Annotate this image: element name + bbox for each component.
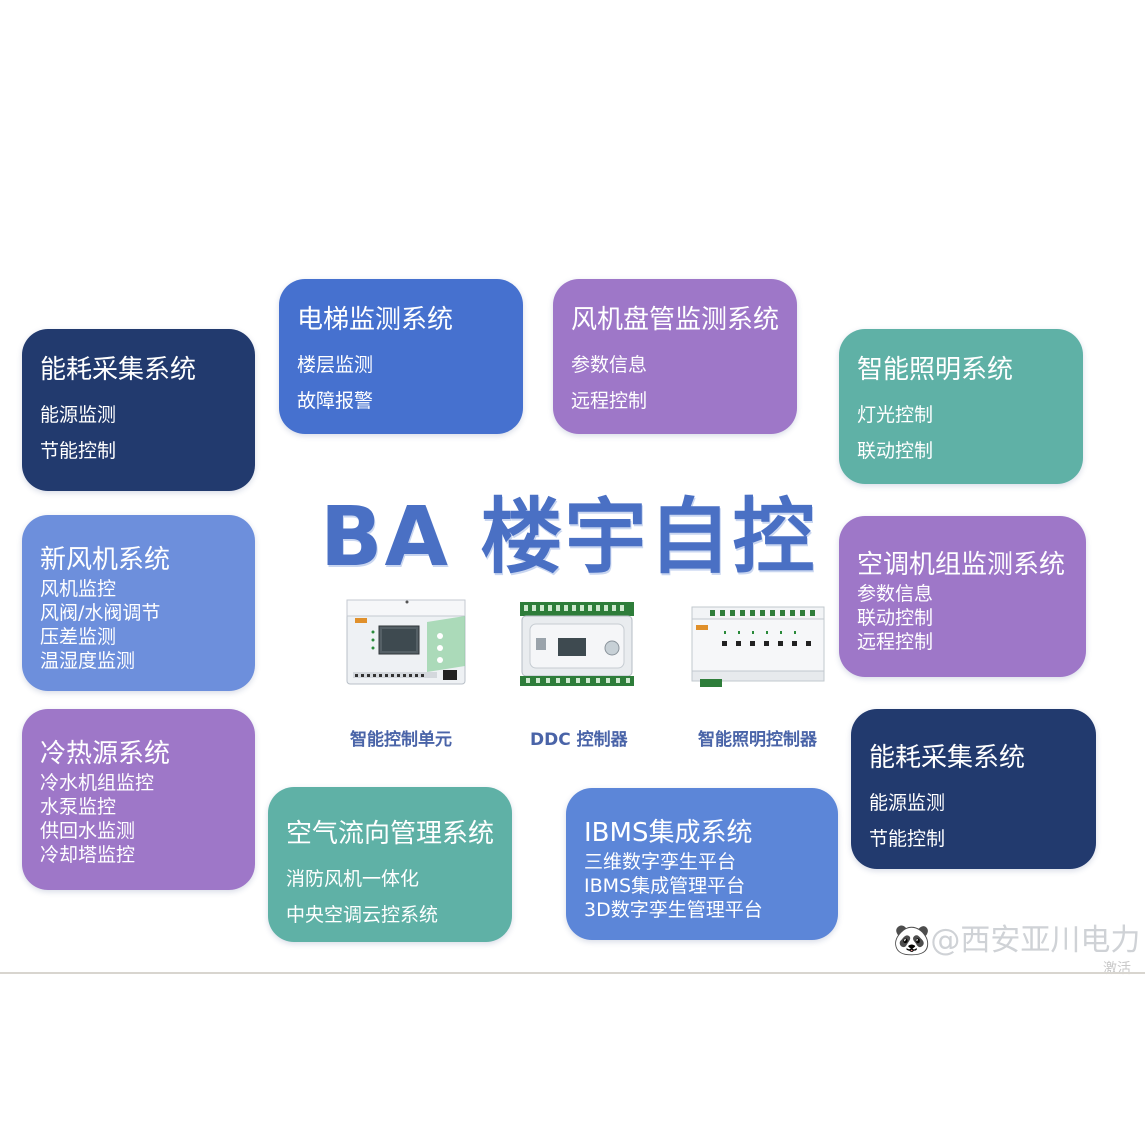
card-lighting: 智能照明系统 灯光控制 联动控制: [839, 329, 1083, 484]
watermark: 🐼@西安亚川电力: [893, 923, 1141, 958]
card-energy-right: 能耗采集系统 能源监测 节能控制: [851, 709, 1096, 869]
card-cold-heat: 冷热源系统 冷水机组监控 水泵监控 供回水监测 冷却塔监控: [22, 709, 255, 890]
card-item: 节能控制: [40, 440, 117, 462]
card-title: 风机盘管监测系统: [571, 305, 780, 335]
card-item: 供回水监测: [40, 820, 136, 842]
card-title: 空气流向管理系统: [286, 819, 495, 849]
card-item: 冷却塔监控: [40, 844, 136, 866]
card-title: 电梯监测系统: [297, 305, 454, 335]
card-item: 中央空调云控系统: [286, 904, 439, 926]
card-item: 远程控制: [857, 631, 934, 653]
card-item: 消防风机一体化: [286, 868, 420, 890]
card-ibms: IBMS集成系统 三维数字孪生平台 IBMS集成管理平台 3D数字孪生管理平台: [566, 788, 838, 940]
card-energy-left: 能耗采集系统 能源监测 节能控制: [22, 329, 255, 491]
card-item: 水泵监控: [40, 796, 117, 818]
card-item: 故障报警: [297, 390, 374, 412]
card-title: 空调机组监测系统: [857, 550, 1066, 580]
card-item: 远程控制: [571, 390, 648, 412]
card-ac-unit: 空调机组监测系统 参数信息 联动控制 远程控制: [839, 516, 1086, 677]
card-elevator: 电梯监测系统 楼层监测 故障报警: [279, 279, 523, 434]
card-fan-coil: 风机盘管监测系统 参数信息 远程控制: [553, 279, 797, 434]
card-title: 新风机系统: [40, 545, 171, 575]
ddc-controller-label: DDC 控制器: [530, 730, 628, 750]
card-item: 能源监测: [869, 792, 946, 814]
card-fresh-air: 新风机系统 风机监控 风阀/水阀调节 压差监测 温湿度监测: [22, 515, 255, 691]
card-item: 三维数字孪生平台: [584, 851, 737, 873]
smart-control-unit-label: 智能控制单元: [350, 730, 452, 750]
card-item: 联动控制: [857, 440, 934, 462]
card-item: 灯光控制: [857, 404, 934, 426]
card-item: 冷水机组监控: [40, 772, 155, 794]
card-title: 能耗采集系统: [40, 355, 197, 385]
lighting-controller-label: 智能照明控制器: [698, 730, 817, 750]
card-item: 能源监测: [40, 404, 117, 426]
card-title: 能耗采集系统: [869, 743, 1026, 773]
card-item: 节能控制: [869, 828, 946, 850]
card-item: IBMS集成管理平台: [584, 875, 746, 897]
lighting-controller-image: [691, 606, 825, 687]
card-item: 参数信息: [857, 583, 934, 605]
divider: [0, 972, 1145, 974]
main-title: BA 楼宇自控: [320, 490, 817, 585]
activate-text: 激活: [1103, 961, 1131, 977]
card-item: 压差监测: [40, 626, 117, 648]
card-item: 参数信息: [571, 354, 648, 376]
card-title: 智能照明系统: [857, 355, 1014, 385]
smart-control-unit-image: [346, 599, 466, 685]
card-item: 楼层监测: [297, 354, 374, 376]
card-item: 风机监控: [40, 578, 117, 600]
ddc-controller-image: [520, 602, 634, 686]
card-item: 联动控制: [857, 607, 934, 629]
card-title: 冷热源系统: [40, 739, 171, 769]
card-airflow: 空气流向管理系统 消防风机一体化 中央空调云控系统: [268, 787, 512, 942]
card-item: 风阀/水阀调节: [40, 602, 161, 624]
card-item: 温湿度监测: [40, 650, 136, 672]
card-item: 3D数字孪生管理平台: [584, 899, 763, 921]
card-title: IBMS集成系统: [584, 818, 753, 848]
